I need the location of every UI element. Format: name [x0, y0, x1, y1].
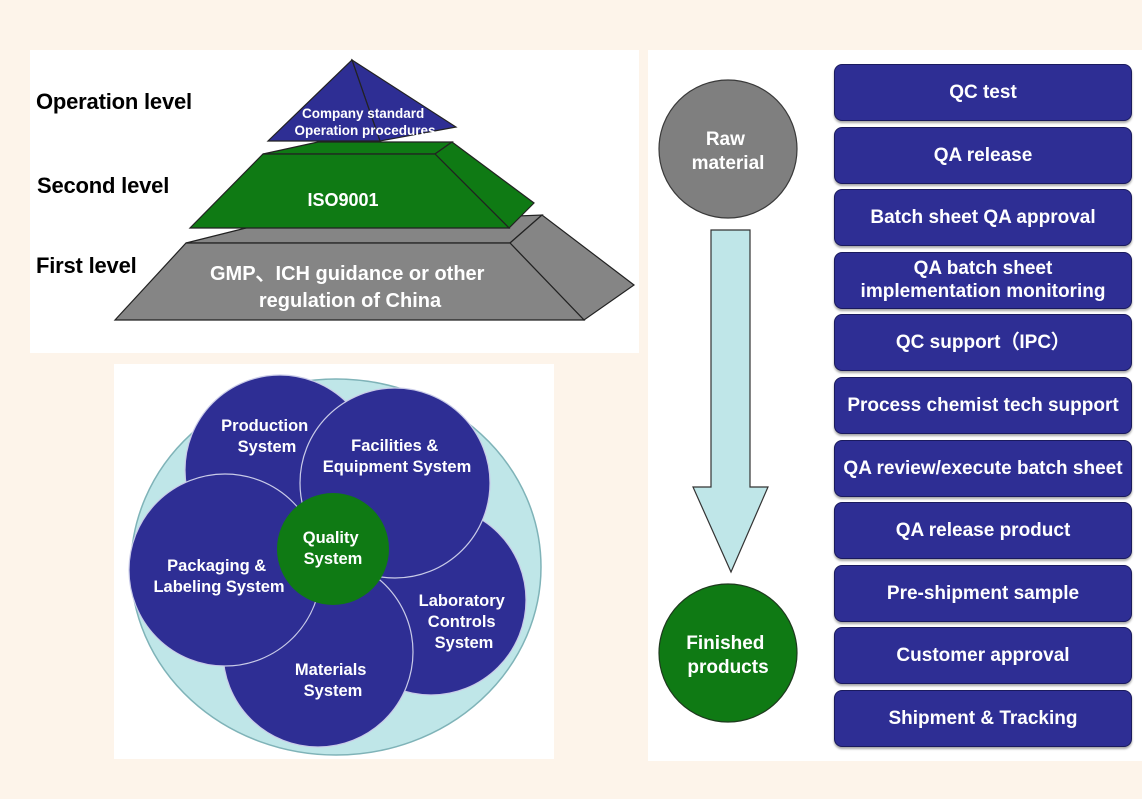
quality-systems-diagram: Production System Facilities & Equipment…	[128, 374, 542, 756]
quality-system-label: Quality System	[303, 529, 364, 568]
quality-system-circle	[277, 493, 389, 605]
process-step: Process chemist tech support	[834, 377, 1132, 434]
process-flow-graphic: Raw material Finished products	[658, 79, 798, 723]
quality-systems-panel: Production System Facilities & Equipment…	[114, 364, 554, 759]
packaging-system-label: Packaging & Labeling System	[153, 557, 284, 596]
raw-material-node	[658, 79, 798, 219]
finished-products-node	[658, 583, 798, 723]
production-system-label: Production System	[221, 417, 313, 456]
process-step: Pre-shipment sample	[834, 564, 1132, 622]
first-level-front-face	[113, 242, 586, 321]
pyramid-level-operation: Company standard Operation procedures	[266, 58, 458, 142]
level-label-second: Second level	[37, 173, 170, 198]
laboratory-system-label: Laboratory Controls System	[419, 592, 510, 652]
second-level-front-face	[188, 153, 511, 229]
pyramid-level-second: ISO9001	[188, 141, 535, 229]
operation-level-content: Company standard Operation procedures	[294, 106, 435, 138]
pyramid-graphic: GMP、ICH guidance or other regulation of …	[113, 58, 636, 321]
raw-material-label: Raw material	[692, 129, 765, 174]
process-step: QA release product	[834, 502, 1132, 560]
finished-products-label: Finished products	[686, 633, 769, 678]
second-level-top-face	[262, 141, 454, 155]
operation-level-front-face	[266, 58, 381, 142]
level-label-operation: Operation level	[36, 89, 192, 114]
pyramid-panel: Operation level Second level First level…	[30, 50, 639, 353]
process-step: QA release	[834, 126, 1132, 184]
level-label-first: First level	[36, 253, 137, 278]
second-level-content: ISO9001	[307, 190, 378, 210]
materials-system-label: Materials System	[295, 661, 371, 700]
down-arrow-icon	[692, 229, 769, 574]
facilities-system-label: Facilities & Equipment System	[323, 437, 472, 476]
pyramid-level-first: GMP、ICH guidance or other regulation of …	[113, 214, 636, 321]
process-step: Shipment & Tracking	[834, 690, 1132, 747]
process-step: Customer approval	[834, 627, 1132, 685]
process-step: QC support（IPC）	[834, 314, 1132, 372]
first-level-content: GMP、ICH guidance or other regulation of …	[210, 263, 490, 312]
process-step: QC test	[834, 64, 1132, 121]
process-step: Batch sheet QA approval	[834, 189, 1132, 247]
process-step: QA batch sheet implementation monitoring	[834, 251, 1132, 309]
process-step: QA review/execute batch sheet	[834, 439, 1132, 497]
